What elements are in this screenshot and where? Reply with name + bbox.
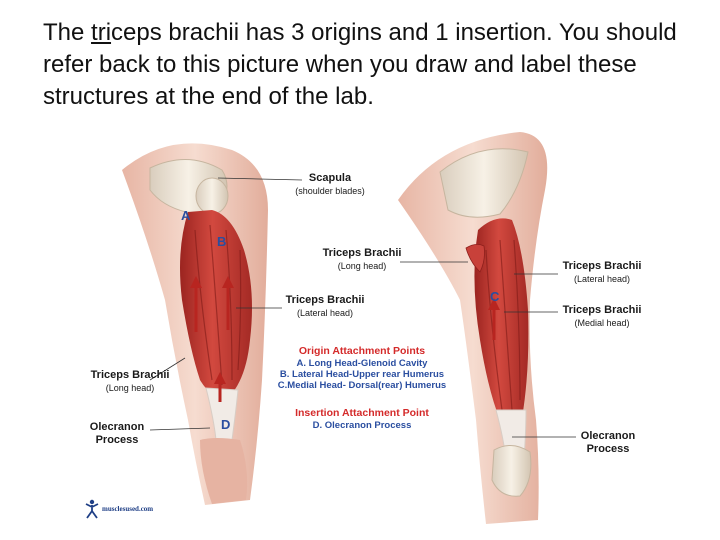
- site-logo: musclesused.com: [84, 498, 153, 520]
- label-triceps-lateral-right-title: Triceps Brachii: [562, 260, 642, 272]
- label-triceps-lateral-left-sub: (Lateral head): [296, 308, 354, 318]
- right-scapula-bone: [439, 148, 529, 218]
- label-triceps-medial-right-sub: (Medial head): [574, 318, 630, 328]
- leader-lines: [149, 177, 576, 438]
- left-humeral-head: [195, 177, 229, 215]
- left-forearm: [200, 438, 248, 504]
- origin-heading: Origin Attachment Points: [298, 345, 426, 357]
- label-triceps-long-left: Triceps Brachii (Long head): [80, 369, 180, 395]
- label-triceps-medial-right: Triceps Brachii (Medial head): [552, 304, 652, 330]
- right-muscle-fibers: [485, 239, 521, 411]
- letter-c: C: [490, 289, 500, 304]
- label-scapula-title: Scapula: [308, 172, 352, 184]
- letter-d: D: [221, 417, 231, 432]
- origin-item-a: A. Long Head-Glenoid Cavity: [296, 358, 428, 369]
- label-olecranon-left-sub: Process: [95, 434, 139, 446]
- right-long-head-strip: [465, 244, 485, 273]
- insertion-item-d: D. Olecranon Process: [312, 420, 412, 431]
- slide-heading: The triceps brachii has 3 origins and 1 …: [43, 17, 703, 113]
- label-triceps-long-right-sub: (Long head): [337, 261, 387, 271]
- right-arm-illustration: [398, 132, 548, 524]
- origin-item-b: B. Lateral Head-Upper rear Humerus: [279, 369, 445, 380]
- heading-underlined: tri: [91, 19, 112, 46]
- label-triceps-lateral-right-sub: (Lateral head): [573, 274, 631, 284]
- right-olecranon: [491, 445, 532, 497]
- label-triceps-lateral-left-title: Triceps Brachii: [285, 294, 365, 306]
- label-triceps-medial-right-title: Triceps Brachii: [562, 304, 642, 316]
- letter-a: A: [181, 208, 191, 223]
- insertion-heading: Insertion Attachment Point: [295, 407, 429, 419]
- heading-part-2: ceps brachii has 3 origins and 1 inserti…: [43, 19, 677, 110]
- label-olecranon-left-title: Olecranon: [89, 421, 145, 433]
- origin-legend: Origin Attachment Points A. Long Head-Gl…: [262, 345, 462, 391]
- insertion-legend: Insertion Attachment Point D. Olecranon …: [262, 407, 462, 431]
- right-triceps-muscle: [474, 218, 529, 425]
- letter-b: B: [217, 234, 227, 249]
- running-figure-icon: [85, 499, 99, 519]
- heading-part-1: The: [43, 19, 92, 46]
- left-muscle-fibers: [194, 224, 242, 386]
- label-scapula-sub: (shoulder blades): [295, 186, 365, 196]
- label-triceps-lateral-left: Triceps Brachii (Lateral head): [275, 294, 375, 320]
- label-triceps-long-left-title: Triceps Brachii: [90, 369, 170, 381]
- origin-item-c: C.Medial Head- Dorsal(rear) Humerus: [277, 380, 447, 391]
- label-scapula: Scapula (shoulder blades): [280, 172, 380, 198]
- label-triceps-long-left-sub: (Long head): [105, 383, 155, 393]
- label-triceps-long-right-title: Triceps Brachii: [322, 247, 402, 259]
- left-arm-illustration: [122, 143, 268, 506]
- label-olecranon-right-title: Olecranon: [580, 430, 636, 442]
- label-triceps-lateral-right: Triceps Brachii (Lateral head): [552, 260, 652, 286]
- logo-text: musclesused.com: [102, 505, 154, 513]
- label-triceps-long-right: Triceps Brachii (Long head): [312, 247, 412, 273]
- label-olecranon-right-sub: Process: [586, 443, 630, 455]
